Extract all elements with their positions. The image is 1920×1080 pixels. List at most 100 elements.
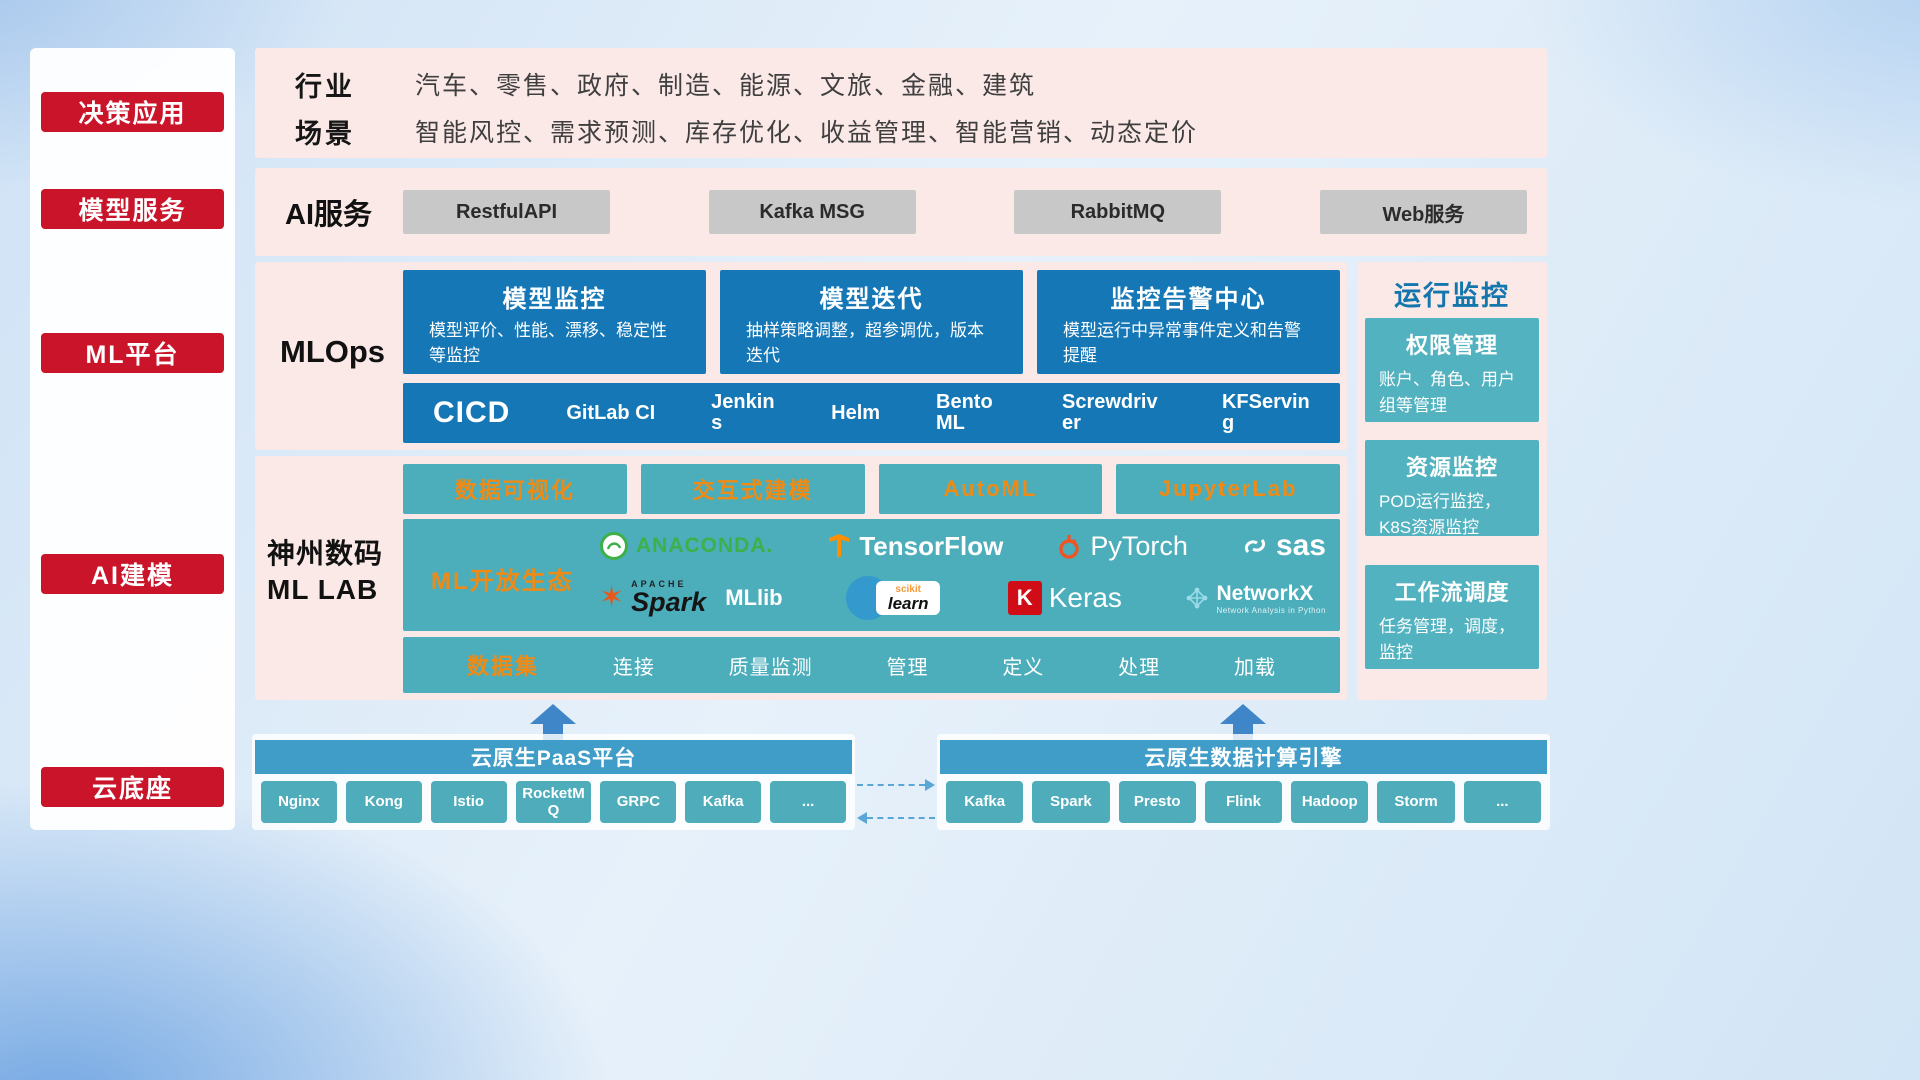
scikit-wordmark: learn <box>887 593 929 613</box>
paas-chip-grpc: GRPC <box>600 781 677 823</box>
monitoring-box-desc: POD运行监控，K8S资源监控 <box>1379 492 1501 536</box>
paas-chips: Nginx Kong Istio RocketMQ GRPC Kafka ... <box>261 781 847 823</box>
up-arrow-right-head <box>1220 704 1266 724</box>
mlops-box-title: 模型迭代 <box>819 286 924 313</box>
paas-chip-kafka: Kafka <box>685 781 762 823</box>
paas-chip-istio: Istio <box>430 781 507 823</box>
cicd-bar: CICD GitLab CI Jenkins Helm BentoML Scre… <box>403 383 1340 443</box>
dataset-item-quality: 质量监测 <box>728 656 813 679</box>
monitoring-box-title: 工作流调度 <box>1394 580 1510 605</box>
cicd-item-helm: Helm <box>831 401 881 424</box>
eco-label: ML开放生态 <box>431 568 574 595</box>
mllab-panel: 神州数码 ML LAB 数据可视化 交互式建模 AutoML JupyterLa… <box>255 456 1347 700</box>
keras-wordmark: Keras <box>1048 582 1122 613</box>
pytorch-icon <box>1059 535 1080 559</box>
engine-chip-hadoop: Hadoop <box>1291 781 1369 823</box>
mllib-wordmark: MLlib <box>725 585 783 610</box>
mllab-label-line2: ML LAB <box>267 574 379 606</box>
scikit-learn-card: scikit learn <box>876 581 941 615</box>
dataset-item-define: 定义 <box>1002 656 1045 679</box>
ai-service-buttons: RestfulAPI Kafka MSG RabbitMQ Web服务 <box>403 190 1527 234</box>
dashed-arrow-right-line <box>857 784 925 786</box>
dataset-item-manage: 管理 <box>886 656 929 679</box>
industry-scenario-panel: 行业 汽车、零售、政府、制造、能源、文旅、金融、建筑 场景 智能风控、需求预测、… <box>255 48 1547 158</box>
mllab-label-line1: 神州数码 <box>267 538 384 569</box>
service-button-web: Web服务 <box>1319 190 1527 234</box>
sas-icon <box>1244 539 1265 553</box>
mlops-label: MLOps <box>280 334 386 369</box>
mllab-label: 神州数码 ML LAB <box>267 536 401 609</box>
industry-label: 行业 <box>295 72 355 102</box>
monitoring-box-workflow: 工作流调度 任务管理，调度，监控 <box>1365 565 1539 669</box>
ai-service-label: AI服务 <box>285 199 373 231</box>
engine-bar: 云原生数据计算引擎 <box>940 740 1547 774</box>
spark-apache-text: APACHE <box>631 579 687 589</box>
rail-item-ml-platform: ML平台 <box>41 333 224 373</box>
monitoring-box-desc: 任务管理，调度，监控 <box>1379 617 1515 662</box>
pytorch-logo: PyTorch <box>1056 531 1188 562</box>
mlops-box-desc: 模型评价、性能、漂移、稳定性等监控 <box>429 321 667 365</box>
paas-bar: 云原生PaaS平台 <box>255 740 852 774</box>
dataset-item-connect: 连接 <box>612 656 655 679</box>
networkx-wordmark: NetworkX <box>1216 581 1314 605</box>
mllab-tools: 数据可视化 交互式建模 AutoML JupyterLab <box>403 464 1340 514</box>
runtime-monitoring-panel: 运行监控 权限管理 账户、角色、用户组等管理 资源监控 POD运行监控，K8S资… <box>1357 262 1547 700</box>
sas-wordmark: sas <box>1275 529 1326 562</box>
dataset-item-process: 处理 <box>1118 656 1161 679</box>
rail-item-cloud-base: 云底座 <box>41 767 224 807</box>
tool-data-visualization: 数据可视化 <box>403 464 627 514</box>
anaconda-logo: ANACONDA. <box>599 531 773 561</box>
engine-chip-flink: Flink <box>1204 781 1283 823</box>
paas-chip-kong: Kong <box>345 781 422 823</box>
cicd-item-screwdriver: Screwdriver <box>1061 391 1158 434</box>
tensorflow-logo: TensorFlow <box>826 531 1003 562</box>
networkx-subtitle: Network Analysis in Python <box>1216 605 1326 615</box>
mlops-panel: MLOps 模型监控 模型评价、性能、漂移、稳定性等监控 模型迭代 抽样策略调整… <box>255 262 1347 450</box>
cicd-label: CICD <box>433 396 511 429</box>
engine-chip-kafka: Kafka <box>946 781 1024 823</box>
tool-interactive-modeling: 交互式建模 <box>640 464 865 514</box>
monitoring-box-resources: 资源监控 POD运行监控，K8S资源监控 <box>1365 440 1539 536</box>
paas-bar-title: 云原生PaaS平台 <box>470 747 637 770</box>
industry-list: 汽车、零售、政府、制造、能源、文旅、金融、建筑 <box>415 72 1037 100</box>
dataset-bar: 数据集 连接 质量监测 管理 定义 处理 加载 <box>403 637 1340 693</box>
tool-automl: AutoML <box>878 464 1103 514</box>
cicd-item-bentoml: BentoML <box>936 391 993 434</box>
mlops-box-desc: 抽样策略调整，超参调优，版本迭代 <box>746 321 984 365</box>
paas-chip-rocketmq: RocketMQ <box>515 781 592 823</box>
engine-chip-presto: Presto <box>1118 781 1196 823</box>
rail-item-model-service: 模型服务 <box>41 189 224 229</box>
tensorflow-wordmark: TensorFlow <box>859 530 1004 561</box>
cicd-item-gitlab-ci: GitLab CI <box>566 401 656 424</box>
rail-item-ai-modeling: AI建模 <box>41 554 224 594</box>
mlops-box-desc: 模型运行中异常事件定义和告警提醒 <box>1063 321 1301 365</box>
service-button-rabbitmq: RabbitMQ <box>1014 190 1222 234</box>
monitoring-box-title: 权限管理 <box>1405 333 1498 358</box>
networkx-logo: NetworkX Network Analysis in Python <box>1185 581 1326 616</box>
engine-bar-title: 云原生数据计算引擎 <box>1144 747 1343 770</box>
anaconda-wordmark: ANACONDA. <box>636 534 774 557</box>
scikit-pre-text: scikit <box>895 583 921 595</box>
mlops-box-title: 模型监控 <box>502 286 607 313</box>
spark-wordmark: Spark <box>631 587 707 617</box>
cicd-item-kfserving: KFServing <box>1221 391 1310 434</box>
paas-chip-nginx: Nginx <box>261 781 337 823</box>
eco-logo-row-2: ✶ APACHE Spark MLlib scikit learn <box>599 575 1326 621</box>
networkx-icon <box>1187 587 1208 609</box>
scenario-label: 场景 <box>295 119 355 149</box>
keras-logo: K Keras <box>1007 581 1122 615</box>
tool-jupyterlab: JupyterLab <box>1116 464 1340 514</box>
up-arrow-left-head <box>530 704 576 724</box>
engine-chips: Kafka Spark Presto Flink Hadoop Storm ..… <box>946 781 1541 823</box>
scikit-learn-logo: scikit learn <box>846 575 944 621</box>
paas-chip-more: ... <box>770 781 847 823</box>
spark-star-icon: ✶ <box>599 581 625 614</box>
monitoring-box-title: 资源监控 <box>1405 455 1498 480</box>
cicd-item-jenkins: Jenkins <box>711 391 775 434</box>
engine-chip-storm: Storm <box>1377 781 1455 823</box>
rail-item-decision-apps: 决策应用 <box>41 92 224 132</box>
eco-logo-row-1: ANACONDA. TensorFlow <box>599 529 1326 563</box>
mlops-boxes: 模型监控 模型评价、性能、漂移、稳定性等监控 模型迭代 抽样策略调整，超参调优，… <box>403 270 1340 374</box>
monitoring-box-desc: 账户、角色、用户组等管理 <box>1379 370 1515 415</box>
